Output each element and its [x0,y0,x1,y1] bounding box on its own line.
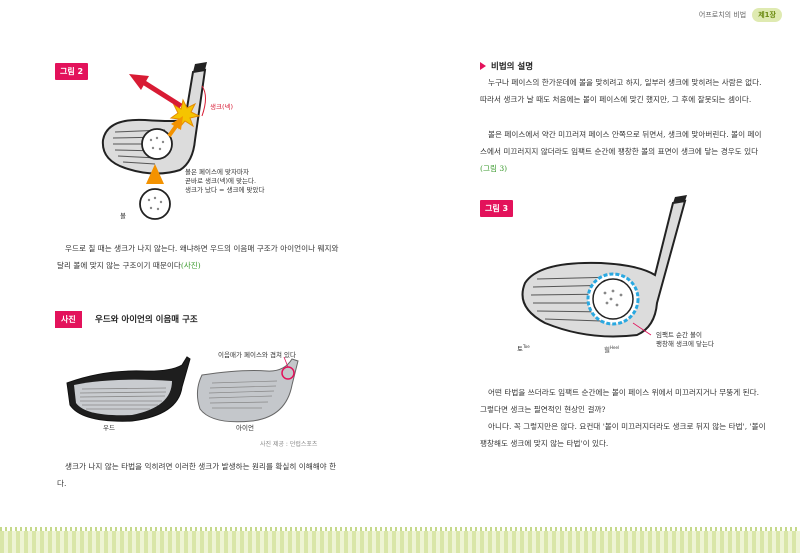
running-header: 어프로치의 비법 제1장 [699,8,782,22]
right-paragraph-2: 볼은 페이스에서 약간 미끄러져 페이스 안쪽으로 뒤면서, 생크에 맞아버린다… [480,126,767,177]
toe-label-text: 토 [517,345,523,354]
left-paragraph-2: 생크가 나지 않는 타법을 익히려면 이러한 생크가 발생하는 원리를 확실히 … [57,462,337,488]
right-paragraph-2-text: 볼은 페이스에서 약간 미끄러져 페이스 안쪽으로 뒤면서, 생크에 맞아버린다… [480,130,762,156]
figure3-label: 그림 3 [480,200,514,217]
figure2-illustration [101,62,207,220]
toe-sup: Toe [522,344,530,349]
figure2-label: 그림 2 [55,63,89,80]
figure3-reference: (그림 3) [480,164,508,173]
right-paragraph-1: 누구나 페이스의 한가운데에 볼을 맞히려고 하지, 일부러 생크에 맞히려는 … [480,78,762,104]
heel-label-text: 힐 [604,346,610,355]
section-title: 비법의 설명 [491,62,534,72]
figure2-note-callout: 볼은 페이스에 맞자마자 곧바로 생크(넥)에 맞는다. 생크가 났다 = 생크… [185,168,265,194]
figure3-illustration [521,195,687,338]
photo-joint-callout: 이음매가 페이스와 겹쳐 있다 [218,351,296,359]
photo-credit: 사진 제공 : 던럽스포츠 [260,441,318,448]
footer-dots [0,527,800,531]
wood-label: 우드 [103,424,115,432]
iron-label: 아이언 [236,424,254,432]
chapter-badge: 제1장 [752,8,782,22]
right-paragraph-4: 아니다. 꼭 그렇지만은 않다. 요컨대 '볼이 미끄러지더라도 생크로 뒤지 … [480,422,766,448]
footer-band [0,531,800,553]
left-paragraph-1-text: 우드로 칠 때는 생크가 나지 않는다. 왜냐하면 우드의 이음매 구조가 아이… [57,244,339,270]
left-page: 그림 2 생크(넥) 볼은 페이스에 맞자마자 [18,62,343,539]
toe-label: 토Toe [517,342,530,354]
photo-label: 사진 [55,311,82,328]
header-title: 어프로치의 비법 [698,11,747,19]
photo-reference: (사진) [180,261,201,270]
heel-label: 힐Heel [604,343,619,355]
right-paragraph-3: 어떤 타법을 쓰더라도 임팩트 순간에는 볼이 페이스 위에서 미끄러지거나 무… [480,388,760,414]
figure2-shank-callout: 생크(넥) [210,103,234,111]
section-heading: 비법의 설명 [480,60,533,72]
wood-iron-photo [66,356,299,423]
left-paragraph-1: 우드로 칠 때는 생크가 나지 않는다. 왜냐하면 우드의 이음매 구조가 아이… [57,240,343,274]
photo-title: 우드와 아이언의 이음매 구조 [95,315,198,325]
figure3-callout: 임팩트 순간 볼이 팽창해 생크에 닿는다 [656,331,714,348]
figure2-ball-label: 볼 [120,212,126,220]
right-page: 어프로치의 비법 제1장 비법의 설명 누구나 페이스의 한가운데에 볼을 맞히… [400,0,800,553]
triangle-bullet-icon [480,62,486,70]
heel-sup: Heel [609,345,620,350]
